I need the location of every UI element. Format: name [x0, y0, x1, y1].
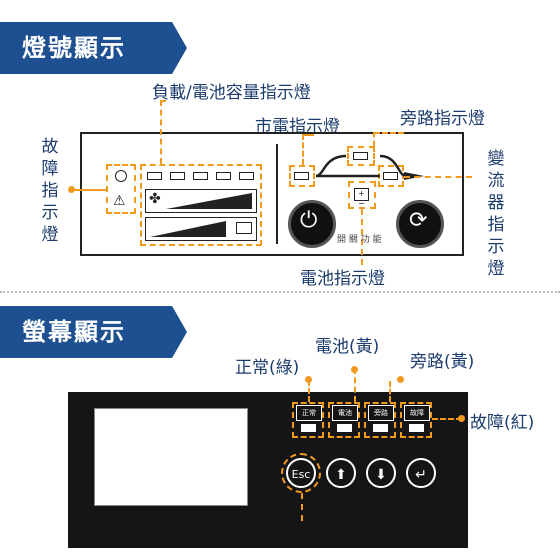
capacity-led-1 [147, 172, 162, 180]
esc-highlight [281, 453, 321, 493]
normal-tag: 正常 [296, 405, 322, 421]
load-level-wedge [166, 193, 252, 209]
normal-connector-dot [305, 376, 312, 383]
enter-button[interactable]: ↵ [406, 458, 436, 488]
esc-button[interactable]: Esc [286, 458, 316, 488]
battery-lamp [337, 424, 352, 432]
fault-connector-dot [68, 186, 75, 193]
power-on-button[interactable] [288, 200, 336, 248]
bypass-connector-v [373, 132, 375, 146]
battery-bar [145, 217, 257, 241]
fault-indicator-highlight [106, 164, 136, 214]
fault-connector [72, 189, 106, 191]
capacity-led-3 [193, 172, 208, 180]
normal-indicator-highlight [292, 402, 324, 438]
arrow-down-button[interactable]: ⬇ [366, 458, 396, 488]
label-battery: 電池指示燈 [300, 269, 385, 289]
power-flow-lines [315, 154, 424, 180]
capacity-led-4 [216, 172, 231, 180]
battery-icon [236, 222, 252, 234]
capacity-led-2 [170, 172, 185, 180]
battery-connector [361, 209, 363, 265]
label-bypass-yellow: 旁路(黃) [410, 352, 475, 372]
function-label: 開 關 功 能 [337, 235, 382, 245]
mains-connector [302, 134, 304, 165]
fault-lamp [409, 424, 424, 432]
inverter-connector [404, 176, 472, 178]
load-battery-highlight [140, 164, 262, 246]
fault-connector-2 [432, 418, 462, 420]
label-fault: 故障指示燈 [41, 137, 59, 245]
bypass-led [353, 152, 368, 160]
fault-connector-dot-2 [458, 415, 465, 422]
section-divider [0, 291, 560, 293]
bypass-tag: 旁路 [368, 405, 394, 421]
lcd-screen [94, 408, 248, 506]
battery-level-wedge [150, 221, 226, 237]
battery-indicator-icon: +− [354, 188, 369, 208]
power-off-button[interactable] [396, 200, 444, 248]
battery-connector-2 [354, 368, 356, 402]
normal-lamp [301, 424, 316, 432]
label-bypass: 旁路指示燈 [400, 109, 485, 129]
switch-icon: ⟳ [409, 208, 428, 233]
label-inverter: 變流器指示燈 [487, 149, 505, 279]
label-load-battery: 負載/電池容量指示燈 [152, 83, 311, 103]
bypass-indicator-highlight [347, 146, 375, 166]
fault-tag: 故障 [404, 405, 430, 421]
inverter-led [383, 172, 398, 180]
battery-indicator-highlight-2 [328, 402, 360, 438]
enter-icon: ↵ [415, 467, 427, 483]
load-bar [145, 189, 257, 213]
battery-tag: 電池 [332, 405, 358, 421]
normal-connector [308, 380, 310, 402]
mains-connector-top [302, 134, 314, 136]
bypass-lamp [373, 424, 388, 432]
load-battery-connector-top [160, 100, 166, 102]
section-title-screen: 螢幕顯示 [0, 306, 187, 358]
bypass-connector-dot [397, 376, 404, 383]
mains-indicator-highlight [289, 165, 315, 187]
esc-connector [301, 493, 303, 521]
bypass-connector-2 [389, 381, 391, 402]
battery-connector-dot [351, 366, 358, 373]
load-battery-connector [160, 100, 162, 164]
panel-divider [276, 144, 278, 244]
bypass-indicator-highlight-2 [364, 402, 396, 438]
arrow-down-icon: ⬇ [375, 467, 387, 483]
mains-led [294, 172, 309, 180]
section-title-indicators: 燈號顯示 [0, 22, 187, 74]
arrow-up-button[interactable]: ⬆ [326, 458, 356, 488]
power-icon: ⏻ [300, 208, 318, 233]
fan-icon: ✤ [149, 191, 161, 207]
fault-indicator-highlight-2 [400, 402, 432, 438]
label-battery-yellow: 電池(黃) [315, 337, 380, 357]
battery-indicator-highlight [348, 181, 376, 209]
label-fault-red: 故障(紅) [470, 413, 535, 433]
label-normal-green: 正常(綠) [235, 358, 300, 378]
warning-icon: ⚠ [113, 193, 126, 209]
fault-circle-icon [115, 170, 127, 182]
bypass-connector [374, 132, 404, 134]
capacity-led-5 [239, 172, 254, 180]
arrow-up-icon: ⬆ [335, 467, 347, 483]
